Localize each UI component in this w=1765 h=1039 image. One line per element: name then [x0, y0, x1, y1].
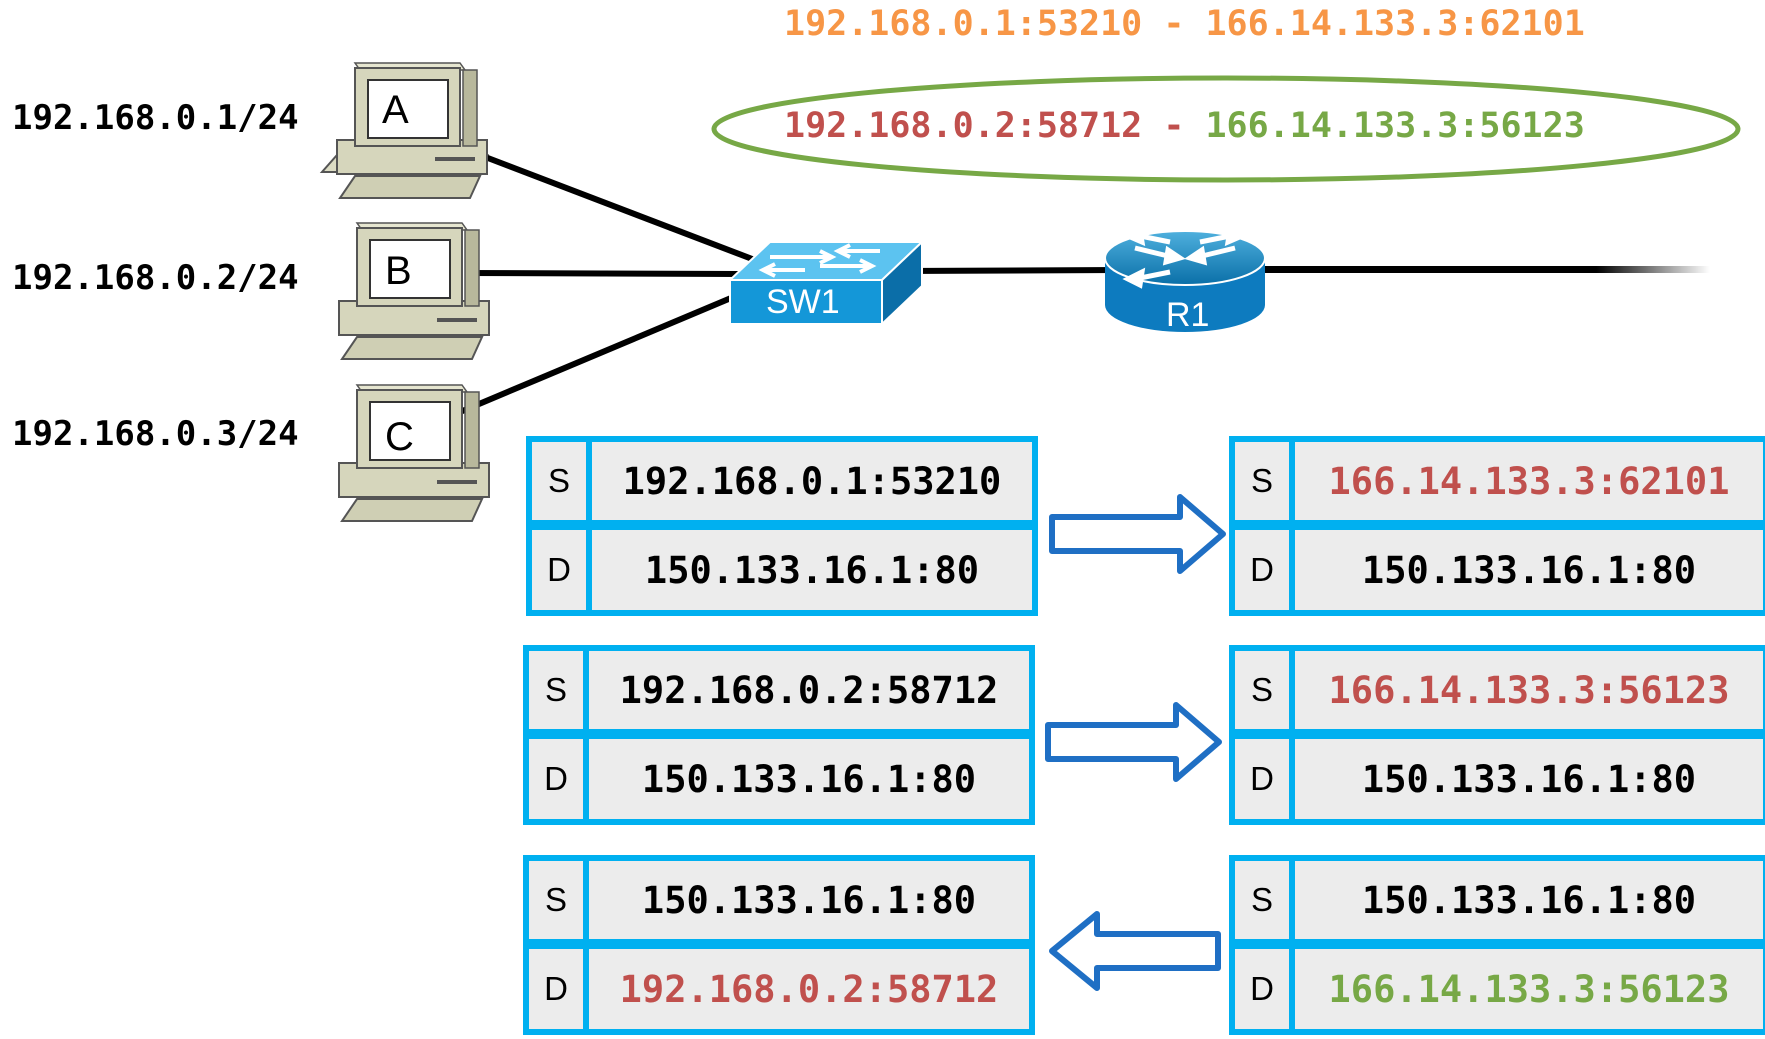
packet-dest-row: D 150.133.16.1:80	[1235, 530, 1763, 610]
source-label: S	[529, 861, 589, 939]
packet-source-row: S 150.133.16.1:80	[1235, 861, 1763, 939]
nat-entry-1-separator: -	[1163, 4, 1185, 44]
link-b-sw1	[464, 270, 741, 277]
host-b-ip: 192.168.0.2/24	[12, 258, 299, 298]
arrow-left-1	[1049, 911, 1221, 991]
highlight-ellipse	[711, 75, 1741, 183]
host-a-ip: 192.168.0.1/24	[12, 98, 299, 138]
packet-source-row: S 192.168.0.1:53210	[532, 442, 1032, 520]
host-c-ip: 192.168.0.3/24	[12, 414, 299, 454]
source-label: S	[1235, 861, 1295, 939]
dest-label: D	[1235, 530, 1295, 610]
dest-value: 150.133.16.1:80	[1361, 757, 1697, 801]
nat-entry-1-outside: 166.14.133.3:62101	[1205, 4, 1585, 44]
arrow-right-1	[1049, 494, 1226, 574]
packet-2: S 166.14.133.3:62101 D 150.133.16.1:80	[1229, 436, 1765, 616]
nat-entry-1: 192.168.0.1:53210 - 166.14.133.3:62101	[784, 4, 1585, 44]
dest-label: D	[1235, 739, 1295, 819]
dest-value: 150.133.16.1:80	[1361, 548, 1697, 592]
pc-c-label: C	[385, 415, 414, 459]
packet-source-row: S 192.168.0.2:58712	[529, 651, 1029, 729]
pc-b-label: B	[385, 249, 412, 293]
source-label: S	[1235, 442, 1295, 520]
dest-value: 192.168.0.2:58712	[619, 967, 999, 1011]
packet-dest-row: D 166.14.133.3:56123	[1235, 949, 1763, 1029]
dest-value: 150.133.16.1:80	[641, 757, 977, 801]
source-value: 166.14.133.3:56123	[1328, 668, 1730, 712]
pc-a-icon	[319, 62, 490, 199]
packet-3: S 192.168.0.2:58712 D 150.133.16.1:80	[523, 645, 1035, 825]
nat-entry-2-inside: 192.168.0.2:58712	[784, 106, 1143, 146]
dest-value: 166.14.133.3:56123	[1328, 967, 1730, 1011]
source-label: S	[1235, 651, 1295, 729]
packet-dest-row: D 192.168.0.2:58712	[529, 949, 1029, 1029]
switch-sw1-icon	[727, 239, 925, 327]
dest-label: D	[1235, 949, 1295, 1029]
pc-b-icon	[338, 222, 490, 360]
link-c-sw1	[458, 287, 752, 415]
source-label: S	[529, 651, 589, 729]
link-sw1-r1	[899, 267, 1121, 274]
router-label: R1	[1166, 296, 1210, 334]
nat-entry-2: 192.168.0.2:58712 - 166.14.133.3:56123	[784, 106, 1585, 146]
dest-label: D	[529, 739, 589, 819]
packet-1: S 192.168.0.1:53210 D 150.133.16.1:80	[526, 436, 1038, 616]
pc-a-label: A	[382, 88, 409, 132]
link-r1-internet	[1255, 266, 1710, 273]
dest-label: D	[532, 530, 592, 610]
nat-entry-1-inside: 192.168.0.1:53210	[784, 4, 1143, 44]
packet-source-row: S 166.14.133.3:56123	[1235, 651, 1763, 729]
packet-dest-row: D 150.133.16.1:80	[529, 739, 1029, 819]
switch-label: SW1	[766, 283, 840, 321]
source-value: 166.14.133.3:62101	[1328, 459, 1730, 503]
dest-value: 150.133.16.1:80	[644, 548, 980, 592]
packet-dest-row: D 150.133.16.1:80	[532, 530, 1032, 610]
packet-4: S 166.14.133.3:56123 D 150.133.16.1:80	[1229, 645, 1765, 825]
nat-entry-2-separator: -	[1163, 106, 1185, 146]
link-a-sw1	[478, 152, 762, 265]
source-value: 192.168.0.1:53210	[622, 459, 1002, 503]
arrow-right-2	[1045, 702, 1222, 782]
packet-5: S 150.133.16.1:80 D 192.168.0.2:58712	[523, 855, 1035, 1035]
pc-c-icon	[338, 384, 490, 522]
source-value: 192.168.0.2:58712	[619, 668, 999, 712]
dest-label: D	[529, 949, 589, 1029]
packet-6: S 150.133.16.1:80 D 166.14.133.3:56123	[1229, 855, 1765, 1035]
packet-source-row: S 166.14.133.3:62101	[1235, 442, 1763, 520]
source-value: 150.133.16.1:80	[1361, 878, 1697, 922]
nat-entry-2-outside: 166.14.133.3:56123	[1205, 106, 1585, 146]
packet-source-row: S 150.133.16.1:80	[529, 861, 1029, 939]
source-value: 150.133.16.1:80	[641, 878, 977, 922]
router-r1-icon	[1104, 226, 1266, 332]
packet-dest-row: D 150.133.16.1:80	[1235, 739, 1763, 819]
source-label: S	[532, 442, 592, 520]
